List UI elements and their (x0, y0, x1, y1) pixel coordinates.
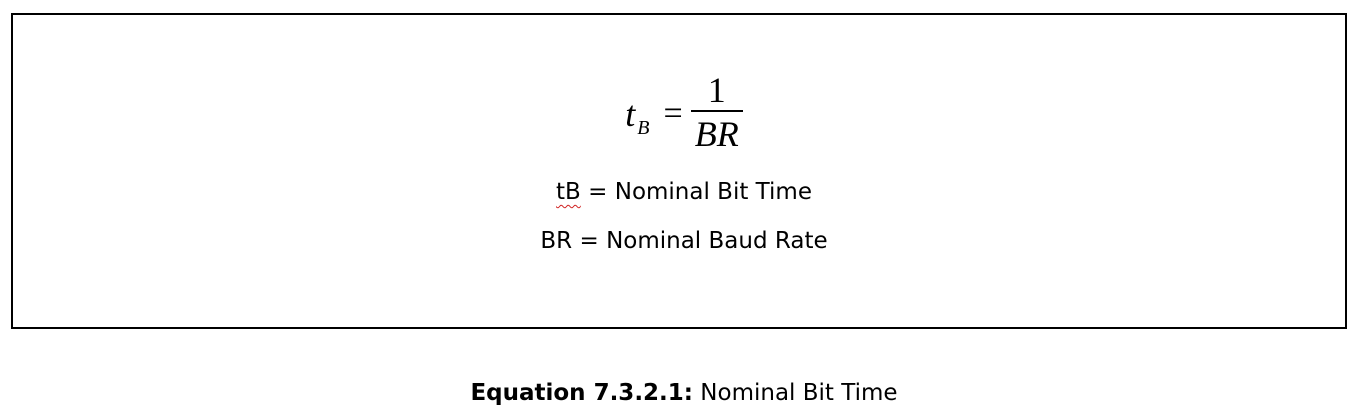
equals-sign: = (663, 95, 683, 132)
caption-label: Equation 7.3.2.1: (470, 380, 693, 406)
definition-equals: = (580, 179, 615, 205)
denominator: BR (694, 114, 739, 154)
lhs-variable: t (625, 93, 636, 134)
caption-text: Nominal Bit Time (693, 380, 898, 406)
definition-symbol: tB (556, 179, 581, 205)
equation-box (11, 13, 1347, 329)
numerator: 1 (707, 70, 726, 110)
fraction-bar (690, 110, 743, 112)
equation-caption: Equation 7.3.2.1: Nominal Bit Time (0, 380, 1368, 406)
definition-symbol: BR (540, 228, 573, 254)
definition-equals: = (572, 228, 607, 254)
lhs-subscript: B (637, 116, 650, 139)
definition-meaning: Nominal Baud Rate (606, 228, 828, 254)
definition-meaning: Nominal Bit Time (614, 179, 812, 205)
fraction: 1 BR (690, 70, 743, 156)
definition-br: BR = Nominal Baud Rate (0, 228, 1368, 254)
definition-tb: tB = Nominal Bit Time (0, 179, 1368, 205)
